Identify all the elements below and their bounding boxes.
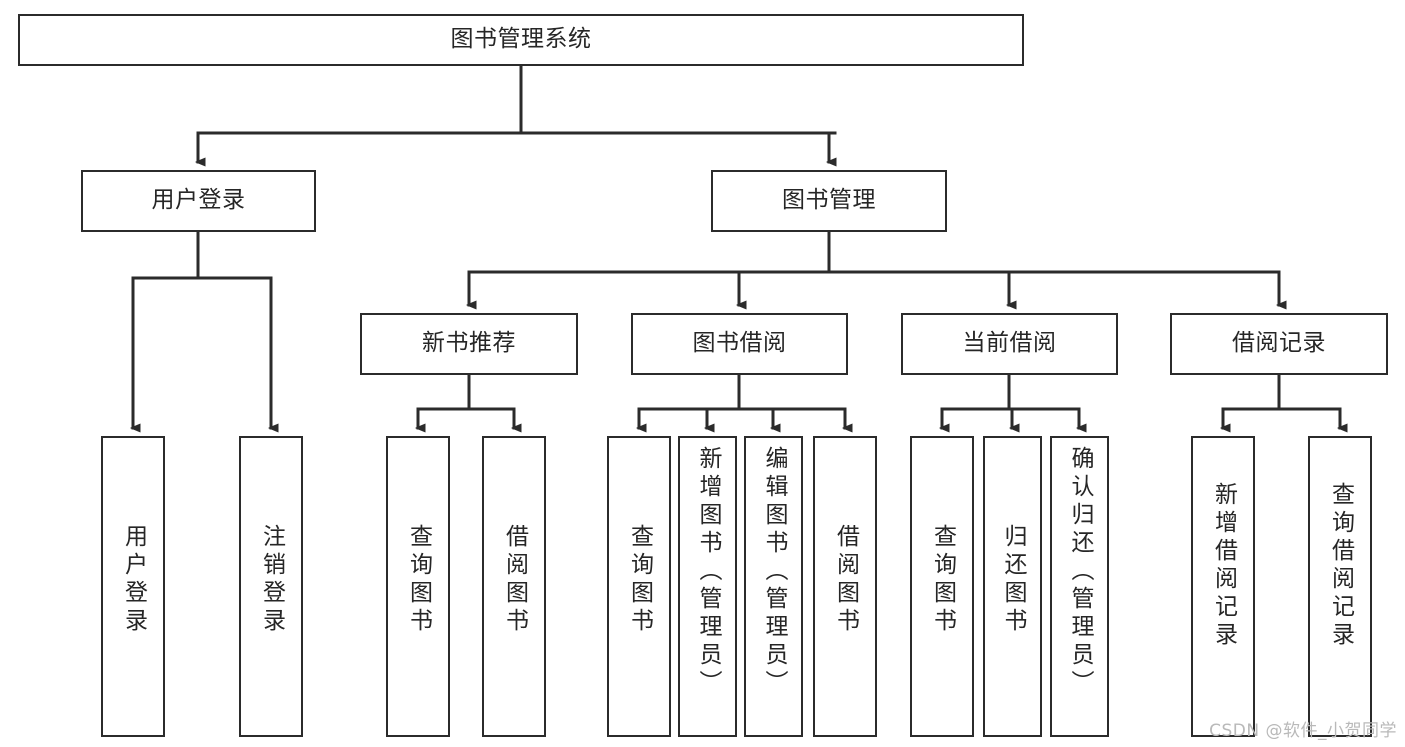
node-label: 借阅图书 xyxy=(832,524,859,636)
node-label: 图书借阅 xyxy=(692,330,787,357)
leaf-node[interactable]: 注销登录 xyxy=(239,436,303,737)
leaf-node[interactable]: 新增借阅记录 xyxy=(1191,436,1255,737)
node-label: 借阅图书 xyxy=(501,524,528,636)
leaf-node[interactable]: 查询借阅记录 xyxy=(1308,436,1372,737)
leaf-node[interactable]: 查询图书 xyxy=(386,436,450,737)
node-label: 确认归还（管理员） xyxy=(1067,446,1093,698)
node-label: 当前借阅 xyxy=(962,330,1057,357)
node-label: 归还图书 xyxy=(1000,524,1026,636)
node-label: 图书管理系统 xyxy=(450,26,592,53)
node-current-borrow[interactable]: 当前借阅 xyxy=(901,313,1118,375)
node-label: 注销登录 xyxy=(258,524,285,636)
node-label: 查询图书 xyxy=(626,524,653,636)
node-user-login[interactable]: 用户登录 xyxy=(81,170,316,232)
leaf-node[interactable]: 查询图书 xyxy=(607,436,671,737)
node-borrow-record[interactable]: 借阅记录 xyxy=(1170,313,1388,375)
node-label: 编辑图书（管理员） xyxy=(761,446,787,698)
node-label: 用户登录 xyxy=(120,524,147,636)
leaf-node[interactable]: 用户登录 xyxy=(101,436,165,737)
node-label: 新增借阅记录 xyxy=(1210,482,1237,650)
node-label: 用户登录 xyxy=(151,187,246,214)
node-book-borrow[interactable]: 图书借阅 xyxy=(631,313,848,375)
node-label: 图书管理 xyxy=(782,187,876,214)
leaf-node[interactable]: 确认归还（管理员） xyxy=(1050,436,1109,737)
leaf-node[interactable]: 编辑图书（管理员） xyxy=(744,436,803,737)
node-label: 查询图书 xyxy=(929,524,956,636)
node-new-book-recommend[interactable]: 新书推荐 xyxy=(360,313,578,375)
node-book-management[interactable]: 图书管理 xyxy=(711,170,947,232)
node-label: 新书推荐 xyxy=(422,330,516,357)
node-label: 新增图书（管理员） xyxy=(695,446,721,698)
leaf-node[interactable]: 查询图书 xyxy=(910,436,974,737)
leaf-node[interactable]: 借阅图书 xyxy=(482,436,546,737)
leaf-node[interactable]: 归还图书 xyxy=(983,436,1042,737)
watermark-credit: CSDN @软件_小贺同学 xyxy=(1209,721,1397,741)
leaf-node[interactable]: 新增图书（管理员） xyxy=(678,436,737,737)
node-label: 查询借阅记录 xyxy=(1327,482,1354,650)
node-label: 借阅记录 xyxy=(1232,330,1326,357)
node-root-system[interactable]: 图书管理系统 xyxy=(18,14,1024,66)
leaf-node[interactable]: 借阅图书 xyxy=(813,436,877,737)
node-label: 查询图书 xyxy=(405,524,432,636)
